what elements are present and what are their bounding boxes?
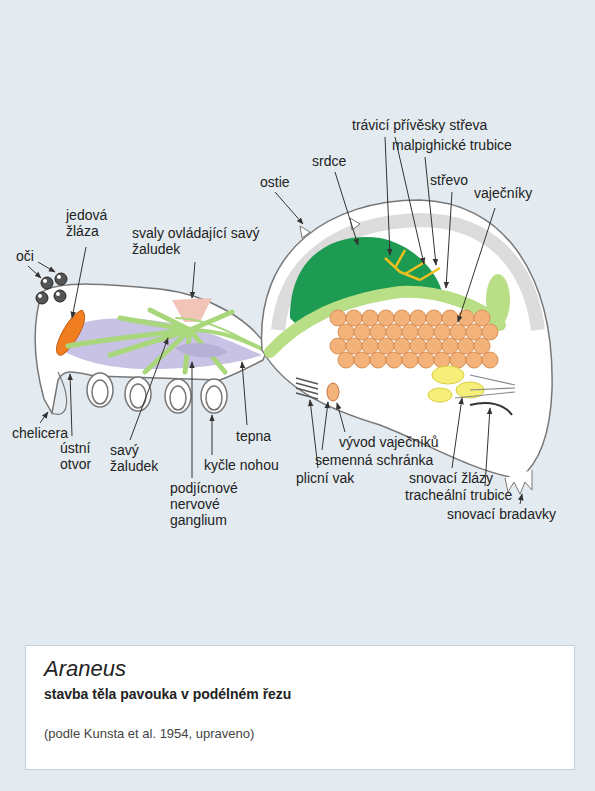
- part-label: plicní vak: [296, 470, 354, 486]
- ovary-lobe: [330, 310, 346, 326]
- ovary-lobe: [450, 324, 466, 340]
- ovary-lobe: [354, 324, 370, 340]
- ovary-lobe: [466, 352, 482, 368]
- ovary-lobe: [410, 338, 426, 354]
- ovary-lobe: [378, 338, 394, 354]
- part-label: malpighické trubice: [392, 137, 512, 153]
- ovary-lobe: [458, 338, 474, 354]
- ovary-lobe: [418, 352, 434, 368]
- ovary-lobe: [362, 338, 378, 354]
- part-label: kyčle nohou: [204, 457, 279, 473]
- ovary-lobe: [346, 310, 362, 326]
- part-label: střevo: [430, 172, 468, 188]
- part-label: ostie: [260, 174, 290, 190]
- ovary-lobe: [386, 352, 402, 368]
- part-label: srdce: [312, 153, 346, 169]
- ovary-lobe: [330, 338, 346, 354]
- part-label: semenná schránka: [315, 452, 433, 468]
- part-label: trávicí přívěsky střeva: [352, 117, 487, 133]
- part-label: tepna: [236, 428, 271, 444]
- caption-box: Araneus stavba těla pavouka v podélném ře…: [25, 645, 575, 770]
- caption-title: Araneus: [44, 656, 556, 682]
- ovary-lobe: [474, 310, 490, 326]
- ovary-lobe: [442, 310, 458, 326]
- ovary-lobe: [442, 338, 458, 354]
- part-label: oči: [16, 248, 34, 264]
- part-label: podjícnové nervové ganglium: [170, 480, 252, 528]
- ovary-lobe: [458, 310, 474, 326]
- ovary-lobe: [426, 338, 442, 354]
- ovary-lobe: [474, 338, 490, 354]
- part-label: snovací bradavky: [447, 506, 556, 522]
- part-label: chelicera: [12, 425, 68, 441]
- caption-subtitle: stavba těla pavouka v podélném řezu: [44, 686, 556, 702]
- part-label: svaly ovládající savý žaludek: [132, 225, 264, 257]
- ovary-lobe: [354, 352, 370, 368]
- ovary-lobe: [450, 352, 466, 368]
- ovary-lobe: [402, 352, 418, 368]
- ovary-lobe: [466, 324, 482, 340]
- part-label: vaječníky: [474, 185, 532, 201]
- ovary-lobe: [434, 324, 450, 340]
- ovary-lobe: [418, 324, 434, 340]
- ovary-lobe: [338, 352, 354, 368]
- part-label: vývod vaječníků: [339, 434, 439, 450]
- part-label: savý žaludek: [110, 442, 172, 474]
- part-label: snovací žlázy: [409, 470, 493, 486]
- part-label: ústní otvor: [60, 440, 104, 472]
- ovary-lobe: [394, 338, 410, 354]
- ovary-lobe: [410, 310, 426, 326]
- ovary-lobe: [378, 310, 394, 326]
- ovary-lobe: [394, 310, 410, 326]
- ovary-lobe: [338, 324, 354, 340]
- ovary-lobe: [370, 352, 386, 368]
- ovary-lobe: [482, 352, 498, 368]
- part-label: tracheální trubice: [405, 487, 512, 503]
- part-label: jedová žláza: [66, 207, 120, 239]
- ovary-lobe: [346, 338, 362, 354]
- ovary-lobe: [426, 310, 442, 326]
- ovary-lobe: [402, 324, 418, 340]
- source-note: (podle Kunsta et al. 1954, upraveno): [44, 726, 556, 741]
- ovary-lobe: [482, 324, 498, 340]
- ovary-lobe: [370, 324, 386, 340]
- ovary-lobe: [362, 310, 378, 326]
- ovary-lobe: [386, 324, 402, 340]
